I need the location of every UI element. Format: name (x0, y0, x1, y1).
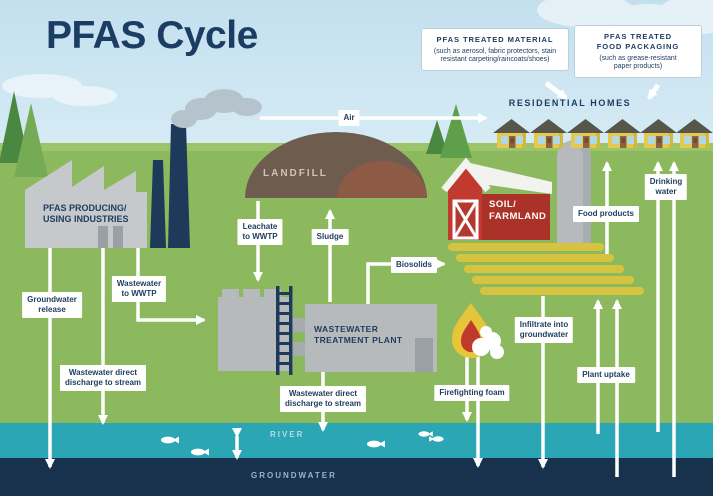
barn-door-icon (452, 199, 479, 240)
river-label: RIVER (270, 430, 305, 439)
landfill-label: LANDFILL (263, 168, 328, 179)
label-drinking-water: Drinking water (644, 174, 688, 200)
label-wastewater-direct-left: Wastewater direct discharge to stream (59, 365, 147, 391)
factory-building (25, 89, 262, 248)
arrow-treated-material-to-homes (544, 81, 568, 100)
callout-pfas-food-packaging: PFAS TREATED FOOD PACKAGING (such as gre… (574, 25, 702, 78)
smokestack-icon (150, 160, 166, 248)
wwtp-label: WASTEWATER TREATMENT PLANT (314, 324, 403, 346)
soil-farmland-label: SOIL/ FARMLAND (489, 199, 547, 223)
label-infiltrate: Infiltrate into groundwater (514, 317, 574, 343)
arrow-wastewater-to-wwtp (136, 248, 206, 325)
groundwater-label: GROUNDWATER (251, 471, 337, 480)
label-sludge: Sludge (311, 229, 349, 245)
ladder-icon (276, 286, 293, 375)
river-band (0, 423, 713, 458)
label-food-products: Food products (573, 206, 639, 222)
callout-subtitle: (such as grease-resistant paper products… (599, 54, 677, 71)
industries-label: PFAS PRODUCING/ USING INDUSTRIES (43, 203, 129, 225)
label-biosolids: Biosolids (390, 257, 438, 273)
landfill-mound (245, 132, 427, 198)
label-wastewater-direct-right: Wastewater direct discharge to stream (279, 386, 367, 412)
label-leachate: Leachate to WWTP (237, 219, 283, 245)
label-wastewater-to-wwtp: Wastewater to WWTP (111, 276, 167, 302)
smoke-icon (171, 89, 262, 128)
pine-trees-icon (426, 104, 472, 158)
barn (441, 157, 552, 240)
label-firefighting-foam: Firefighting foam (434, 385, 510, 401)
callout-title: PFAS TREATED FOOD PACKAGING (596, 32, 680, 51)
label-plant-uptake: Plant uptake (577, 367, 635, 383)
label-air: Air (338, 110, 360, 126)
arrow-food-packaging-to-homes (646, 83, 661, 100)
callout-subtitle: (such as aerosol, fabric protectors, sta… (433, 47, 557, 64)
crop-rows (448, 243, 644, 295)
callout-pfas-treated-material: PFAS TREATED MATERIAL (such as aerosol, … (421, 28, 569, 72)
page-title: PFAS Cycle (46, 14, 258, 57)
label-groundwater-release: Groundwater release (22, 292, 82, 318)
residential-homes-label: RESIDENTIAL HOMES (508, 98, 632, 108)
silo (557, 140, 591, 245)
callout-title: PFAS TREATED MATERIAL (436, 35, 554, 44)
smokestack-icon (168, 124, 190, 248)
groundwater-band (0, 458, 713, 496)
wwtp-buildings (218, 286, 437, 375)
firefighting-foam-icon (452, 303, 504, 359)
